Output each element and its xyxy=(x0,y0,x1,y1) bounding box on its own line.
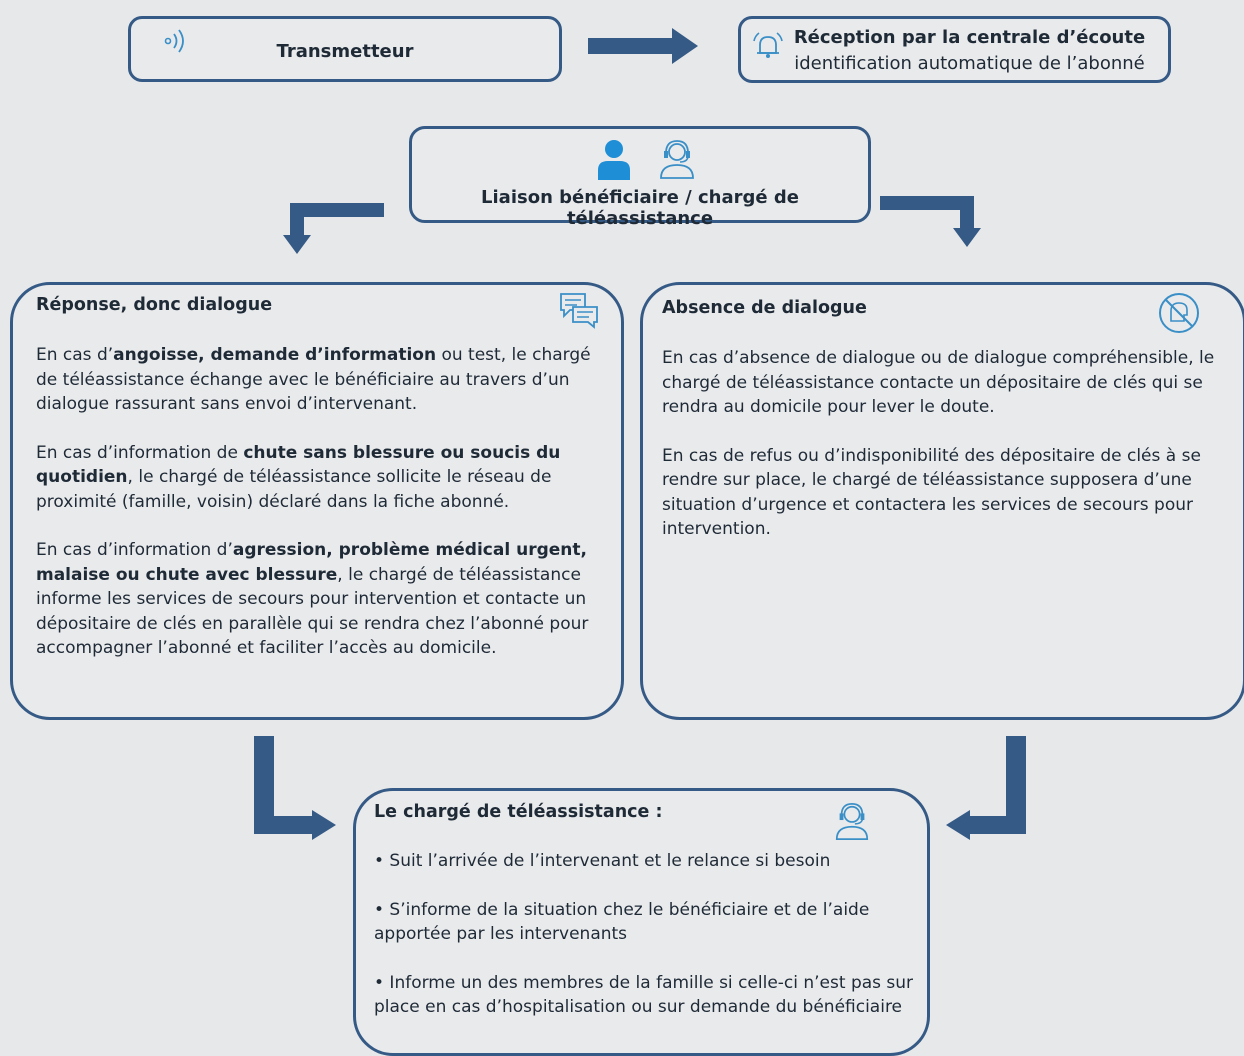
headset-operator-icon xyxy=(835,802,869,840)
headset-operator-icon xyxy=(660,140,694,179)
arrow-right xyxy=(588,28,698,64)
no-dialogue-paragraph-1: En cas d’absence de dialogue ou de dialo… xyxy=(662,348,1215,417)
arrow-down-left xyxy=(283,203,384,254)
dialogue-p1-text-a: En cas d’ xyxy=(36,345,114,365)
dialogue-p1-text-c: ou test, le chargé de téléassistance éch… xyxy=(36,345,591,414)
no-speech-icon xyxy=(1159,293,1199,333)
signal-waves-icon xyxy=(164,29,184,53)
reception-line2: identification automatique de l’abonné xyxy=(794,53,1145,74)
dialogue-box: Réponse, donc dialogue En cas d’angoisse… xyxy=(10,282,624,720)
reception-line1: Réception par la centrale d’écoute xyxy=(793,27,1146,48)
dialogue-paragraph-1: En cas d’angoisse, demande d’information… xyxy=(36,343,606,417)
dialogue-p3-text-a: En cas d’information d’ xyxy=(36,540,233,560)
dialogue-p2-text-c: , le chargé de téléassistance sollicite … xyxy=(36,467,552,512)
bell-alarm-icon xyxy=(753,32,783,58)
operator-box: Le chargé de téléassistance : • Suit l’a… xyxy=(353,788,930,1056)
dialogue-p3-bold: agression, problème médical urgent, mala… xyxy=(36,540,587,585)
dialogue-title: Réponse, donc dialogue xyxy=(36,295,273,315)
no-dialogue-box: Absence de dialogue En cas d’absence de … xyxy=(640,282,1244,720)
arrow-down-right xyxy=(880,196,981,247)
user-icon xyxy=(598,140,630,180)
dialogue-p2-bold: chute sans blessure ou soucis du quotidi… xyxy=(36,442,561,488)
no-dialogue-title: Absence de dialogue xyxy=(662,298,867,318)
chat-bubbles-icon xyxy=(560,293,598,329)
operator-title: Le chargé de téléassistance : xyxy=(374,802,663,822)
operator-bullet-3: • Informe un des membres de la famille s… xyxy=(374,972,914,1018)
transmitter-label: Transmetteur xyxy=(276,41,414,62)
arrow-left-bottom-right xyxy=(946,736,1026,840)
liaison-label: Liaison bénéficiaire / chargé de téléass… xyxy=(481,187,799,229)
no-dialogue-paragraph-2: En cas de refus ou d’indisponibilité des… xyxy=(662,445,1201,540)
operator-bullet-2: • S’informe de la situation chez le béné… xyxy=(374,899,870,945)
transmitter-box: Transmetteur xyxy=(128,16,562,82)
dialogue-paragraph-3: En cas d’information d’agression, problè… xyxy=(36,538,606,661)
dialogue-p3-text-c: , le chargé de téléassistance informe le… xyxy=(36,564,589,659)
dialogue-p2-text-a: En cas d’information de xyxy=(36,442,244,463)
operator-bullet-1: • Suit l’arrivée de l’intervenant et le … xyxy=(374,851,831,871)
arrow-right-bottom-left xyxy=(254,736,336,840)
dialogue-paragraph-2: En cas d’information de chute sans bless… xyxy=(36,441,606,515)
liaison-box: Liaison bénéficiaire / chargé de téléass… xyxy=(409,126,871,229)
dialogue-p1-bold: angoisse, demande d’information xyxy=(113,345,437,365)
reception-box: Réception par la centrale d’écoute ident… xyxy=(738,16,1171,83)
